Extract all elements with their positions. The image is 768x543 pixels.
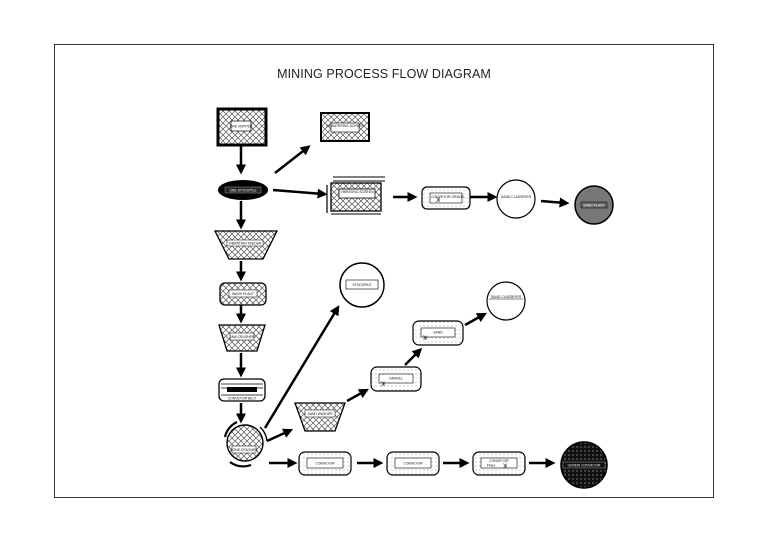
node-conveyor-b: CONVEYOR: [386, 451, 440, 476]
label-conveyor-a: CONVEYOR: [315, 462, 335, 466]
node-conveyor-a: CONVEYOR: [298, 451, 352, 476]
label-cone-crusher: CONE CRUSHER: [230, 448, 258, 452]
node-conveyor-c: CONVEYOR Fines ꓘ: [472, 451, 526, 476]
arrow-classifier-to-plant: [540, 197, 570, 208]
label-sand-washer: SAND WASHER: [307, 412, 333, 416]
label-wash-plant: WASH PLANT: [232, 292, 254, 296]
node-ore-hopper: ORE HOPPER: [216, 107, 268, 147]
node-belt-sand: SAND ꓘ: [412, 320, 464, 346]
node-wash-plant: WASH PLANT: [219, 282, 267, 306]
node-cone-crusher: CONE CRUSHER: [223, 421, 268, 468]
node-stockpile-2: STOCKPILE: [339, 262, 385, 308]
node-ore-stockpile: ORE STOCKPILE: [218, 180, 268, 200]
flow-diagram: ORE HOPPER ORE STOCKPILE DEWATERING SCRE…: [213, 107, 614, 489]
arrow-stockpile-to-screen: [272, 188, 328, 199]
node-jaw-crusher: JAW CRUSHER: [218, 324, 266, 352]
arrow-stockpile-to-dewater: [274, 145, 311, 174]
label-sand-plant: SAND PLANT: [583, 204, 604, 208]
node-sand-classifier-2: SAND CLASSIFIER: [486, 281, 526, 321]
arrow-sand-to-classifier2: [464, 312, 487, 327]
label-screen: VIBRATING SCREEN: [340, 190, 374, 194]
label-feeder: VIBRATING FEEDER: [229, 242, 262, 246]
flow-arrows: [236, 143, 570, 468]
label-fines: Fines: [487, 464, 496, 468]
node-belt-gravel: GRAVEL ꓘ: [370, 366, 422, 392]
arrow-gravel-to-sand: [404, 347, 423, 366]
arrow-cone-to-washer: [266, 428, 294, 443]
label-conveyor-c: CONVEYOR: [489, 459, 509, 463]
label-jaw-crusher: JAW CRUSHER: [230, 335, 255, 339]
label-screw-conveyor: SCREW CONVEYOR: [568, 464, 602, 468]
node-conveyor-gravel: CONVEYOR GRAVEL ꓘ: [421, 186, 471, 210]
label-conveyor-gravel: CONVEYOR GRAVEL: [431, 195, 465, 199]
gravel-marker-icon-2: ꓘ: [380, 381, 385, 388]
label-ore-stockpile: ORE STOCKPILE: [229, 189, 257, 193]
label-ore-hopper: ORE HOPPER: [230, 125, 253, 129]
label-belt-sand: SAND: [433, 331, 443, 335]
node-dewatering-screen: DEWATERING SCREEN: [320, 112, 370, 142]
node-sand-classifier: SAND CLASSIFIER: [496, 179, 536, 219]
diagram-frame: MINING PROCESS FLOW DIAGRAM: [54, 44, 714, 498]
label-sand-classifier-2: SAND CLASSIFIER: [491, 295, 522, 299]
gravel-marker-icon: ꓘ: [435, 197, 440, 204]
node-vibrating-screen: VIBRATING SCREEN: [326, 176, 385, 215]
node-sand-washer: SAND WASHER: [294, 402, 346, 432]
node-screw-conveyor: SCREW CONVEYOR: [560, 441, 608, 489]
sand-marker-icon: ꓘ: [422, 335, 427, 342]
label-conveyor-belt: CONVEYOR BELT: [228, 397, 257, 401]
node-conveyor-belt: CONVEYOR BELT: [218, 378, 266, 402]
label-dewater: DEWATERING SCREEN: [326, 124, 364, 128]
fines-marker-icon: ꓘ: [502, 463, 507, 470]
arrow-cone-to-stockpile2: [263, 305, 340, 429]
label-sand-classifier: SAND CLASSIFIER: [501, 195, 532, 199]
node-sand-plant: SAND PLANT: [574, 185, 614, 225]
diagram-title: MINING PROCESS FLOW DIAGRAM: [277, 67, 491, 81]
node-vibrating-feeder: VIBRATING FEEDER: [213, 230, 279, 260]
arrow-washer-to-gravel: [346, 388, 369, 403]
label-stockpile-2: STOCKPILE: [353, 283, 373, 287]
label-conveyor-b: CONVEYOR: [403, 462, 423, 466]
label-belt-gravel: GRAVEL: [389, 377, 403, 381]
